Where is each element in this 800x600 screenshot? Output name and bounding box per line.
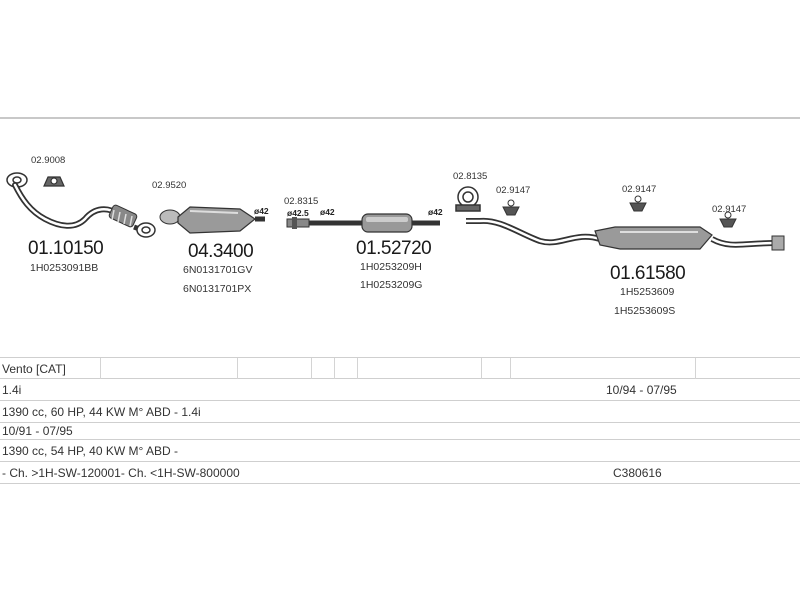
hanger-icon [502,199,520,216]
part-number: 01.52720 [356,238,432,259]
front-pipe-shape [12,182,121,229]
catalytic-converter-shape [159,206,265,234]
pipe-diameter: ø42 [428,207,443,217]
hanger-icon [629,195,647,212]
rear-silencer-shape [466,217,785,251]
oem-reference: 6N0131701PX [183,283,252,295]
rubber-mount-icon [43,176,65,187]
oem-reference: 6N0131701GV [183,264,253,276]
system-code: C380616 [613,466,662,480]
production-period: 10/94 - 07/95 [606,383,677,397]
accessory-code: 02.9147 [712,204,747,215]
oem-reference: 1H5253609S [614,305,676,317]
oem-reference: 1H0253091BB [30,262,99,274]
pipe-diameter: ø42 [320,207,335,217]
accessory-code: 02.8135 [453,171,488,182]
table-row: 1390 cc, 54 HP, 40 KW M° ABD - [0,440,800,462]
diagram-frame: 02.9008 02.9520 02.8315 02.8135 02.9147 … [0,117,800,487]
production-period: 10/91 - 07/95 [2,424,73,438]
clamp-icon [455,186,481,212]
vehicle-application-table: Vento [CAT] 1.4i 10/94 - 07/95 1390 cc, … [0,357,800,484]
hanger-icon [719,211,737,228]
connector-pipe-shape [286,217,355,229]
table-row: 1.4i 10/94 - 07/95 [0,379,800,401]
oem-reference: 1H0253209G [360,279,423,291]
part-number: 01.61580 [610,263,686,284]
table-row: Vento [CAT] [0,357,800,379]
table-row: - Ch. >1H-SW-120001- Ch. <1H-SW-800000 C… [0,462,800,484]
accessory-code: 02.9147 [496,185,531,196]
pipe-diameter: ø42.5 [287,208,309,218]
engine-spec: 1390 cc, 54 HP, 40 KW M° ABD - [2,444,178,458]
engine-spec: 1390 cc, 60 HP, 44 KW M° ABD - 1.4i [2,405,201,419]
center-silencer-shape [355,213,440,233]
table-row: 10/91 - 07/95 [0,423,800,440]
oem-reference: 1H0253209H [360,261,422,273]
table-row: 1390 cc, 60 HP, 44 KW M° ABD - 1.4i [0,401,800,423]
exhaust-system-diagram [6,172,785,251]
model-name: Vento [CAT] [2,362,66,376]
chassis-range: - Ch. >1H-SW-120001- Ch. <1H-SW-800000 [2,466,240,480]
flex-bellow-icon [108,204,138,228]
engine-label: 1.4i [2,383,22,397]
part-number: 04.3400 [188,241,254,262]
oem-reference: 1H5253609 [620,286,675,298]
accessory-code: 02.8315 [284,196,319,207]
pipe-diameter: ø42 [254,206,269,216]
part-number: 01.10150 [28,238,104,259]
gasket-icon [136,222,156,238]
accessory-code: 02.9147 [622,184,657,195]
accessory-code: 02.9008 [31,155,66,166]
accessory-code: 02.9520 [152,180,187,191]
